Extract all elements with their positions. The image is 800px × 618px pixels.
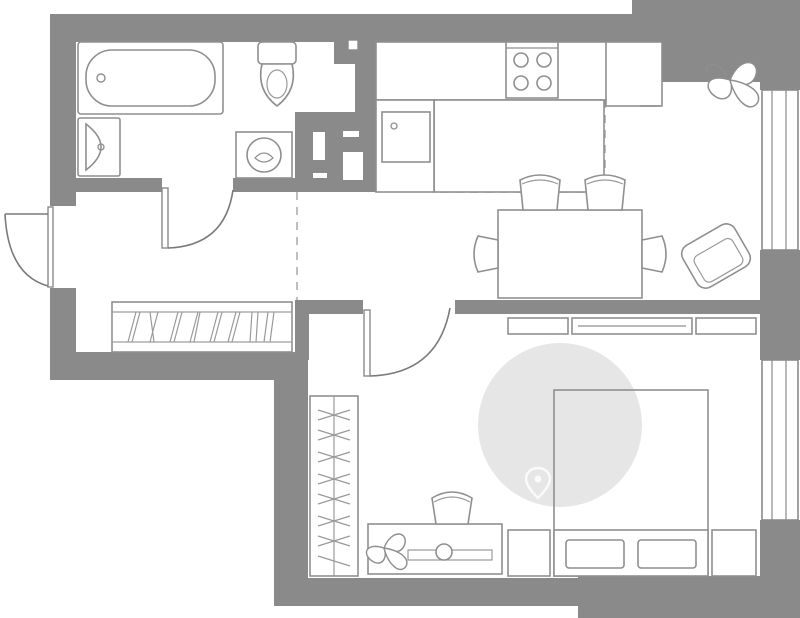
window-bottom-right bbox=[761, 359, 799, 521]
window-top-right bbox=[761, 89, 799, 251]
kitchen-counter bbox=[375, 41, 613, 193]
desk-chair bbox=[431, 491, 473, 525]
bathtub bbox=[77, 41, 224, 115]
washing-machine bbox=[235, 131, 293, 179]
bedroom-door bbox=[363, 307, 451, 377]
map-pin-icon bbox=[524, 466, 552, 500]
stove bbox=[505, 41, 559, 99]
bed bbox=[553, 389, 709, 577]
bedroom-wardrobe bbox=[309, 395, 359, 577]
sink bbox=[77, 117, 121, 177]
shelf-unit bbox=[507, 317, 757, 335]
refrigerator bbox=[605, 41, 663, 107]
dining-table bbox=[497, 209, 643, 299]
ventilation-shaft bbox=[313, 39, 363, 180]
plant-icon-bedroom bbox=[365, 533, 408, 571]
watermark: циан bbox=[478, 343, 680, 551]
plant-icon bbox=[705, 61, 760, 108]
bathroom-door bbox=[161, 187, 234, 249]
nightstands bbox=[507, 529, 757, 577]
entrance-door bbox=[4, 206, 54, 288]
chairs bbox=[473, 174, 667, 273]
watermark-circle bbox=[478, 343, 642, 507]
armchair bbox=[680, 223, 752, 289]
toilet bbox=[257, 41, 297, 108]
hallway-wardrobe bbox=[111, 301, 293, 353]
kitchen-sink bbox=[381, 111, 431, 163]
